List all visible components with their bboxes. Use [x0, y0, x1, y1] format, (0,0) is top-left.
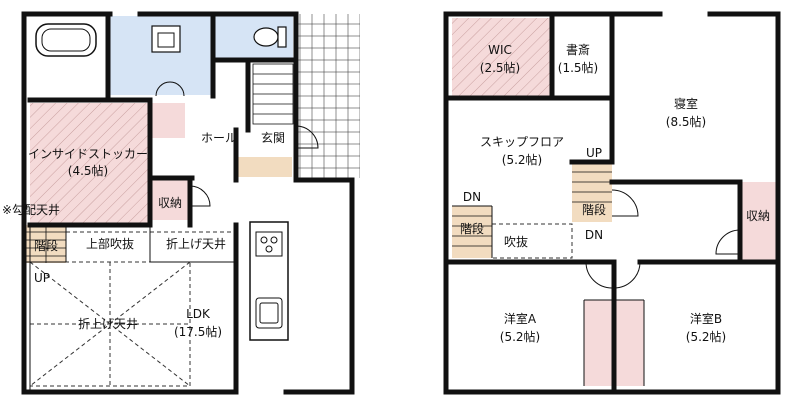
ldk-name: LDK [186, 307, 211, 321]
room-closet-fill-b [614, 300, 644, 386]
dn-left-label: DN [463, 190, 481, 204]
hall-stair-steps [252, 63, 294, 125]
bathtub-icon [35, 23, 97, 57]
study-name: 書斎 [566, 42, 590, 57]
stairs-1f-steps [26, 225, 66, 263]
floor2: WIC (2.5帖) 書斎 (1.5帖) 寝室 (8.5帖) スキップフロア (… [443, 11, 781, 395]
entrance-label: 玄関 [261, 130, 285, 145]
room-b-size: (5.2帖) [686, 329, 726, 344]
kitchen-counter-icon [249, 221, 289, 341]
entrance-door-swing [295, 125, 319, 149]
closet-door-swing-2f [715, 229, 741, 255]
stairs-left-label: 階段 [460, 221, 484, 236]
entrance-fill [237, 157, 292, 177]
stairs-label-1f: 階段 [34, 238, 58, 253]
stairs-right-label: 階段 [582, 202, 606, 217]
stairs-2f-steps [452, 171, 612, 247]
porch-tiles [296, 14, 360, 178]
raised-ceiling-top-label: 折上げ天井 [166, 236, 226, 251]
up-label-2f: UP [586, 146, 602, 160]
inside-storage-hatch [30, 103, 150, 223]
wic-name: WIC [488, 43, 512, 57]
closet-label-2f: 収納 [746, 209, 770, 223]
inside-storage-name: インサイドストッカー [28, 147, 148, 161]
closet-door-swing [189, 185, 211, 207]
room-closet-fill-a [584, 300, 614, 386]
room-b-name: 洋室B [690, 311, 722, 326]
bedroom-name: 寝室 [674, 96, 698, 111]
study-size: (1.5帖) [558, 60, 598, 75]
bedroom-size: (8.5帖) [666, 114, 706, 129]
inside-storage-size: (4.5帖) [68, 163, 108, 178]
skip-floor-size: (5.2帖) [502, 152, 542, 167]
room-b-door-swing [613, 261, 641, 289]
room-a-door-swing [585, 261, 613, 289]
floor1: インサイドストッカー (4.5帖) ホール 玄関 収納 ※勾配天井 階段 上部吹… [2, 11, 360, 395]
stairs-fill-2f-left [452, 206, 492, 258]
closet-fill-1f [150, 180, 190, 220]
closet-fill-1f-b [150, 103, 185, 138]
toilet-icon [253, 26, 287, 48]
washbasin-icon [151, 25, 181, 53]
dn-right-label: DN [585, 228, 603, 242]
outer-wall-1f [21, 11, 355, 395]
bedroom-door-swing [611, 189, 639, 217]
raised-ceiling-bottom-label: 折上げ天井 [78, 316, 138, 331]
room-a-name: 洋室A [504, 311, 537, 326]
closet-label-1f: 収納 [158, 196, 182, 210]
void-label-2f: 吹抜 [504, 235, 528, 249]
hall-label: ホール [201, 131, 237, 145]
closet-fill-2f [740, 182, 776, 262]
stairs-up-label-1f: UP [34, 271, 50, 285]
wic-size: (2.5帖) [480, 60, 520, 75]
washroom-door-swing [155, 81, 185, 97]
ldk-size: (17.5帖) [174, 324, 222, 339]
wic-hatch [452, 18, 552, 96]
upper-void-label: 上部吹抜 [86, 236, 134, 251]
slope-ceiling-note: ※勾配天井 [2, 203, 60, 217]
skip-floor-name: スキップフロア [480, 135, 564, 149]
room-a-size: (5.2帖) [500, 329, 540, 344]
